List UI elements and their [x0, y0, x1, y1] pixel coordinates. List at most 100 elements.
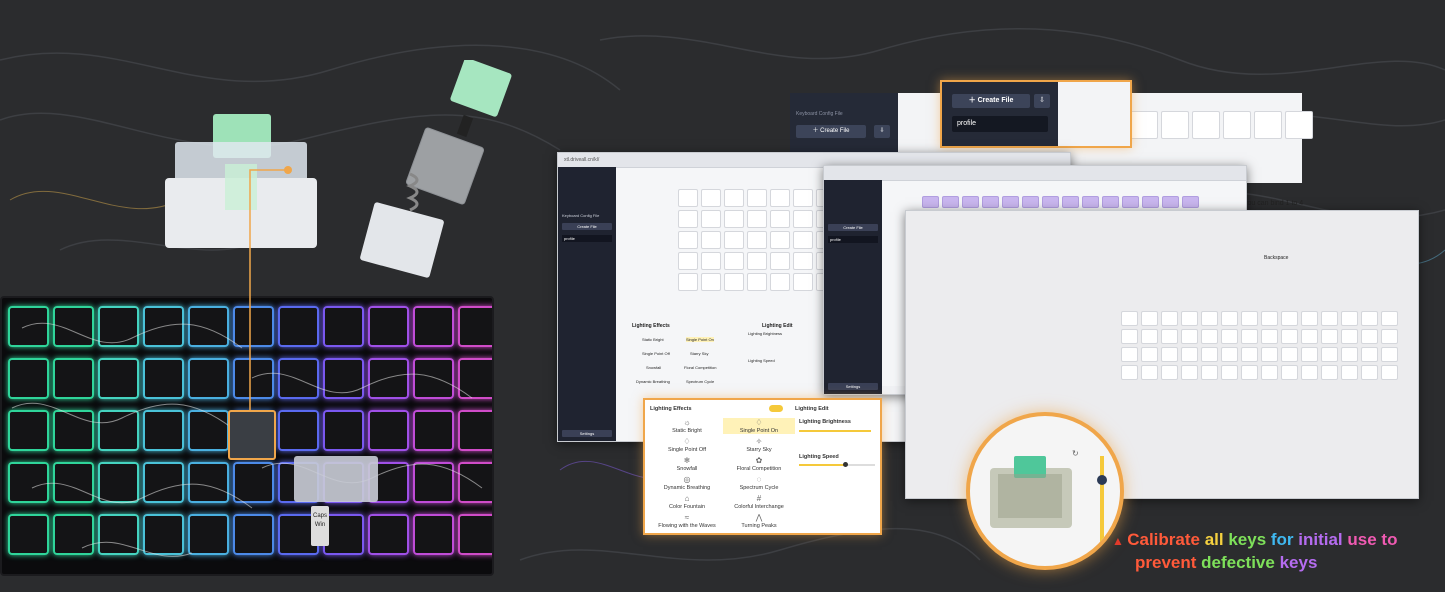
- lighting-effect-icon: ♢: [683, 437, 691, 446]
- key: [368, 514, 409, 555]
- key: [53, 514, 94, 555]
- key: [413, 358, 454, 399]
- key: [188, 410, 229, 451]
- small-effect[interactable]: Spectrum Cycle: [686, 379, 715, 384]
- brightness-slider[interactable]: [799, 430, 872, 432]
- small-effect[interactable]: Dynamic Breathing: [636, 379, 670, 384]
- key: [8, 358, 49, 399]
- mini-key: [1221, 365, 1238, 380]
- lighting-effect-option[interactable]: ✧Starry Sky: [723, 437, 795, 453]
- lighting-effect-option[interactable]: ♢Single Point On: [723, 418, 795, 434]
- mini-key: [1301, 365, 1318, 380]
- lighting-effect-icon: ≈: [684, 513, 690, 522]
- mini-key: [1141, 329, 1158, 344]
- lighting-effect-option[interactable]: ❄Snowfall: [651, 456, 723, 472]
- lighting-effect-label: Turning Peaks: [741, 523, 777, 529]
- mini-key: [1381, 329, 1398, 344]
- brightness-label: Lighting Brightness: [799, 419, 851, 425]
- mini-key: [1141, 347, 1158, 362]
- profile-entry[interactable]: profile: [828, 236, 878, 243]
- mini-key: [1241, 329, 1258, 344]
- exploded-switch-parts-illustration: [360, 60, 512, 278]
- lighting-effect-label: Single Point On: [739, 428, 779, 434]
- mini-key: [1261, 347, 1278, 362]
- profile-entry[interactable]: profile: [562, 235, 612, 242]
- download-button-back[interactable]: ⇩: [874, 125, 890, 138]
- caps-key: Caps Win: [311, 506, 329, 546]
- key: [233, 462, 274, 503]
- key: [323, 514, 364, 555]
- key: [233, 358, 274, 399]
- calib-word: for: [1270, 530, 1299, 549]
- bind-hint-text: you can bind 1 to 4: [1244, 200, 1304, 207]
- mini-key: [1254, 111, 1282, 139]
- lighting-effect-label: Spectrum Cycle: [739, 485, 779, 491]
- small-effect[interactable]: Snowfall: [646, 365, 662, 370]
- mini-key: [678, 189, 698, 207]
- lighting-effect-option[interactable]: ⋀Turning Peaks: [723, 513, 795, 529]
- lighting-toggle[interactable]: [769, 405, 783, 412]
- mini-key: [1201, 329, 1218, 344]
- key: [458, 410, 492, 451]
- lighting-effect-option[interactable]: ♢Single Point Off: [651, 437, 723, 453]
- mini-key: [942, 196, 959, 208]
- small-effect[interactable]: Starry Sky: [690, 351, 709, 356]
- mini-key: [1381, 311, 1398, 326]
- lighting-effect-option[interactable]: ◌Spectrum Cycle: [723, 475, 795, 491]
- lighting-effect-label: Colorful Interchange: [734, 504, 784, 510]
- settings-button[interactable]: Settings: [828, 383, 878, 390]
- mini-key: [1321, 311, 1338, 326]
- key: [143, 462, 184, 503]
- small-effect[interactable]: Single Point On: [686, 337, 714, 342]
- lighting-effect-icon: ⋀: [755, 513, 763, 522]
- plus-icon: ＋: [812, 128, 821, 134]
- mini-key: [793, 231, 813, 249]
- key: [323, 410, 364, 451]
- lighting-effect-option[interactable]: #Colorful Interchange: [723, 494, 795, 510]
- mini-key: [701, 231, 721, 249]
- create-file-label: Create File: [820, 128, 850, 134]
- lighting-effect-icon: #: [756, 494, 762, 503]
- key: [188, 514, 229, 555]
- download-button[interactable]: ⇩: [1034, 94, 1050, 108]
- mini-key: [701, 189, 721, 207]
- small-effect[interactable]: Floral Competition: [684, 365, 717, 370]
- profile-entry[interactable]: profile: [952, 116, 1048, 132]
- mini-key: [1261, 329, 1278, 344]
- mini-key: [724, 231, 744, 249]
- lighting-effect-option[interactable]: ☼Static Bright: [651, 418, 723, 434]
- mini-key: [1201, 347, 1218, 362]
- mini-key: [1301, 347, 1318, 362]
- lighting-effect-option[interactable]: ◎Dynamic Breathing: [651, 475, 723, 491]
- key: [143, 410, 184, 451]
- key: [188, 358, 229, 399]
- small-effect[interactable]: Single Point Off: [642, 351, 670, 356]
- mini-key: [1121, 365, 1138, 380]
- create-file-button[interactable]: Create File: [562, 223, 612, 230]
- lighting-effect-option[interactable]: ≈Flowing with the Waves: [651, 513, 723, 529]
- mini-key: [1361, 347, 1378, 362]
- lighting-effect-option[interactable]: ✿Floral Competition: [723, 456, 795, 472]
- mini-key: [1161, 347, 1178, 362]
- key: [143, 358, 184, 399]
- calib-word: use to: [1347, 530, 1398, 549]
- key: [98, 358, 139, 399]
- mini-key: [1221, 329, 1238, 344]
- create-file-button-back[interactable]: ＋ Create File: [796, 125, 866, 138]
- lighting-effect-option[interactable]: ⌂Color Fountain: [651, 494, 723, 510]
- win-key-label: Win: [314, 522, 326, 528]
- lighting-effect-label: Static Bright: [672, 428, 702, 434]
- create-file-button[interactable]: Create File: [828, 224, 878, 231]
- switch-photo-illustration: ↻: [990, 449, 1107, 546]
- settings-button[interactable]: Settings: [562, 430, 612, 437]
- popup-white-area: [1058, 82, 1130, 146]
- plus-icon: ＋: [968, 97, 978, 104]
- lighting-effect-label: Color Fountain: [668, 504, 706, 510]
- mini-key: [1161, 329, 1178, 344]
- lighting-effect-icon: ❄: [683, 456, 691, 465]
- mini-key: [1223, 111, 1251, 139]
- create-file-button[interactable]: ＋ Create File: [952, 94, 1030, 108]
- small-effect[interactable]: Static Bright: [642, 337, 664, 342]
- mini-key: [1241, 347, 1258, 362]
- speed-slider-knob[interactable]: [842, 462, 848, 467]
